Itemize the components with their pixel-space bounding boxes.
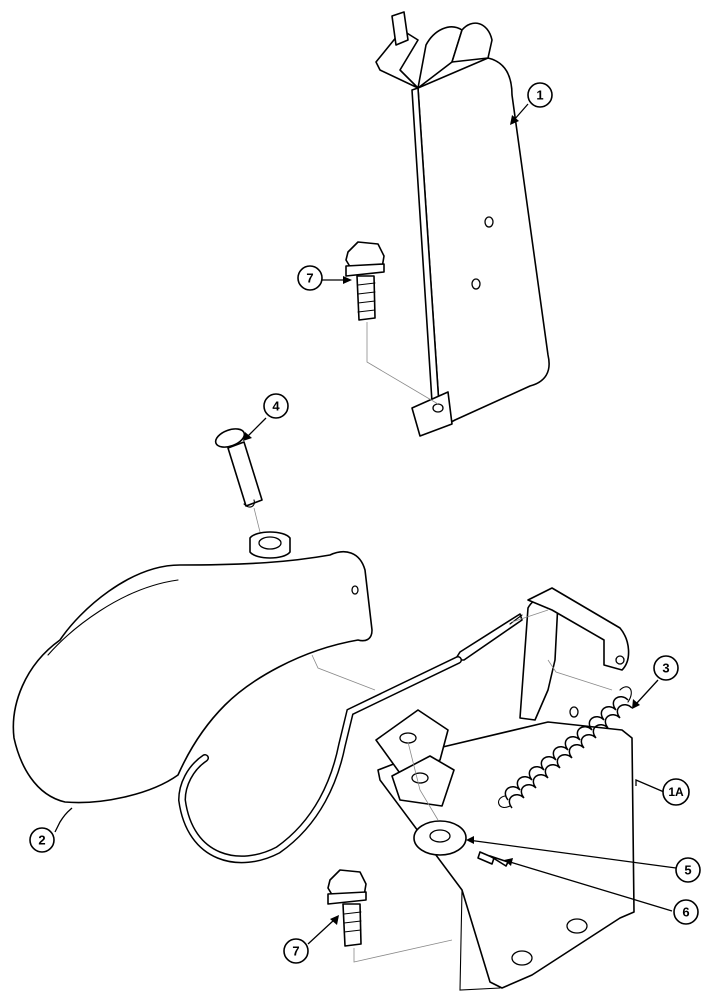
guide-line-rod-post [547, 659, 613, 691]
callout-7-top: 7 [297, 265, 323, 291]
guide-line-top-bolt [366, 322, 439, 405]
part-1a-lower-bracket [375, 587, 635, 991]
callout-1a: 1A [662, 778, 690, 806]
callout-5: 5 [675, 857, 701, 883]
part-6-cotter-pin [477, 851, 509, 867]
part-5-washer [413, 820, 467, 856]
hook-rod [177, 613, 523, 864]
part-7-bolt-top [345, 241, 385, 321]
svg-text:1A: 1A [668, 785, 684, 799]
svg-text:7: 7 [292, 944, 299, 959]
svg-text:7: 7 [306, 271, 313, 286]
leader-lines [54, 103, 677, 945]
guide-line-lever-rod [311, 654, 376, 691]
part-3-spring [498, 686, 633, 809]
svg-text:6: 6 [682, 905, 689, 920]
part-7-bolt-bottom [327, 869, 367, 947]
guide-line-washer [407, 741, 439, 821]
callout-7-bottom: 7 [283, 938, 309, 964]
part-2-lever [12, 531, 373, 804]
guide-line-rod-bracket [511, 609, 549, 623]
svg-text:4: 4 [272, 399, 280, 414]
part-4-clevis-pin [214, 428, 263, 508]
guide-line-bottom-bolt [353, 939, 453, 963]
svg-text:5: 5 [684, 863, 691, 878]
callout-4: 4 [263, 393, 289, 419]
svg-text:3: 3 [662, 661, 669, 676]
part-1-upright-bracket [375, 11, 550, 437]
callout-1: 1 [527, 82, 553, 108]
callout-3: 3 [653, 655, 679, 681]
svg-text:1: 1 [536, 88, 543, 103]
callout-6: 6 [673, 899, 699, 925]
svg-text:2: 2 [38, 833, 45, 848]
callout-2: 2 [29, 827, 55, 853]
